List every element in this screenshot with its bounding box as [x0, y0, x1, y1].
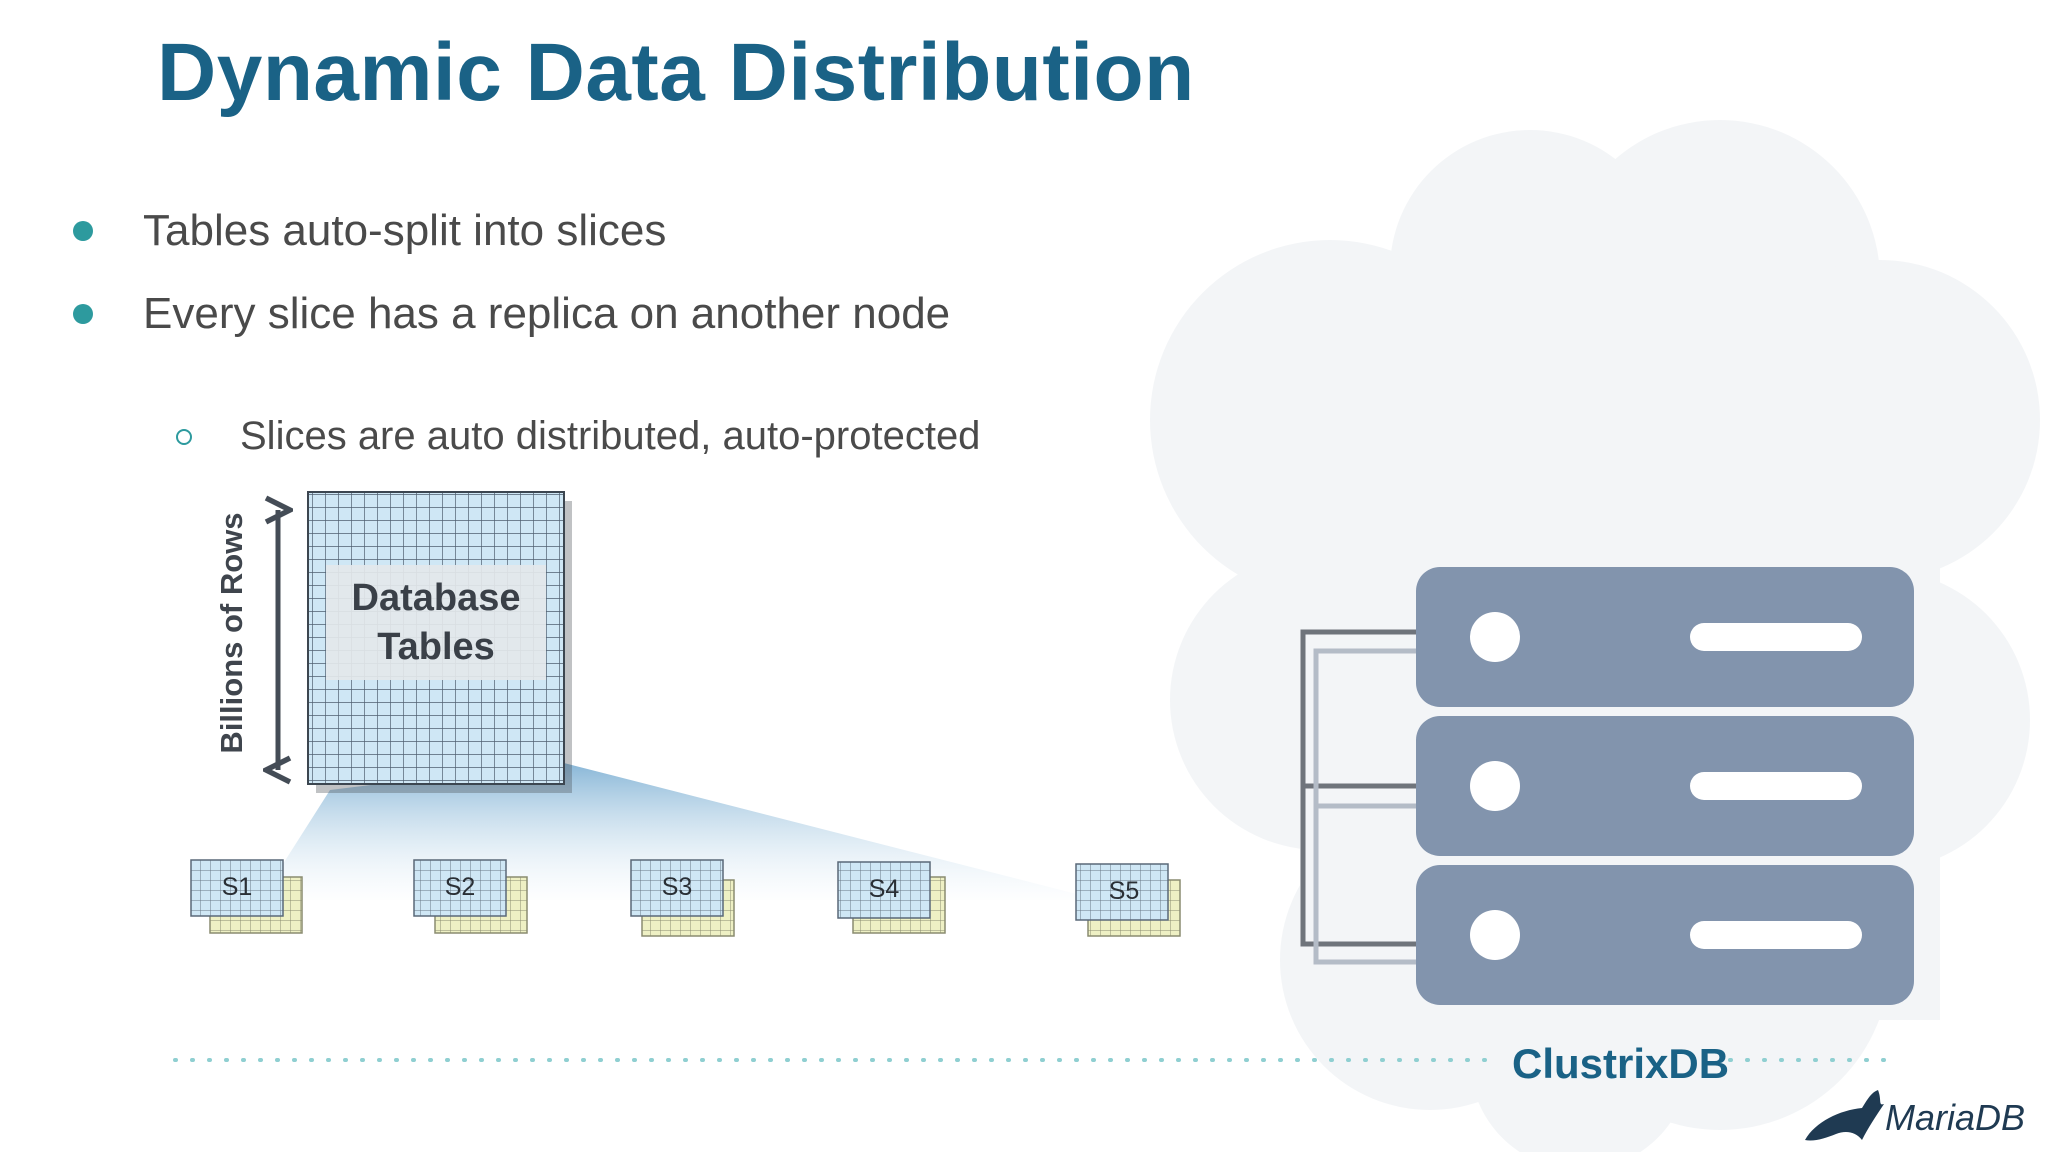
slice-label-s3: S3: [662, 873, 693, 901]
server-slot-icon: [1690, 623, 1862, 651]
cluster-label: ClustrixDB: [1512, 1040, 1730, 1087]
bullet-dot-icon: [73, 221, 93, 241]
table-label-box: [326, 565, 546, 680]
slice-s2: [413, 859, 528, 934]
bullet-text: Tables auto-split into slices: [143, 206, 667, 255]
server-led-icon: [1470, 612, 1520, 662]
slice-label-s4: S4: [869, 875, 900, 903]
server-slot-icon: [1690, 921, 1862, 949]
slice-label-s2: S2: [445, 873, 476, 901]
slice-label-s1: S1: [222, 873, 253, 901]
mariadb-seal-icon: [1805, 1090, 1884, 1141]
slice-s1: [190, 859, 303, 934]
bullet-item: Tables auto-split into slices: [73, 206, 666, 256]
mariadb-logo-text: MariaDB: [1885, 1097, 2026, 1138]
bullet-item: Every slice has a replica on another nod…: [73, 289, 950, 339]
bullet-dot-icon: [73, 304, 93, 324]
server-led-icon: [1470, 761, 1520, 811]
server-1: [1416, 567, 1914, 707]
table-label-line2: Tables: [377, 626, 495, 668]
table-label-line1: Database: [352, 577, 521, 619]
server-slot-icon: [1690, 772, 1862, 800]
slice-s5: [1075, 863, 1181, 937]
slide-title: Dynamic Data Distribution: [157, 27, 1195, 118]
slice-label-s5: S5: [1109, 877, 1140, 905]
bullet-text: Every slice has a replica on another nod…: [143, 289, 951, 338]
database-table: [307, 491, 572, 793]
sub-bullet-text: Slices are auto distributed, auto-protec…: [240, 414, 981, 458]
server-2: [1416, 716, 1914, 856]
sub-bullet-item: Slices are auto distributed, auto-protec…: [176, 414, 980, 459]
axis-label-billions-of-rows: Billions of Rows: [214, 512, 249, 753]
server-led-icon: [1470, 910, 1520, 960]
sub-bullet-ring-icon: [176, 428, 192, 445]
slice-s4: [837, 861, 946, 934]
server-connectors: [1300, 629, 1416, 965]
slice-s3: [630, 859, 735, 937]
server-3: [1416, 865, 1914, 1005]
